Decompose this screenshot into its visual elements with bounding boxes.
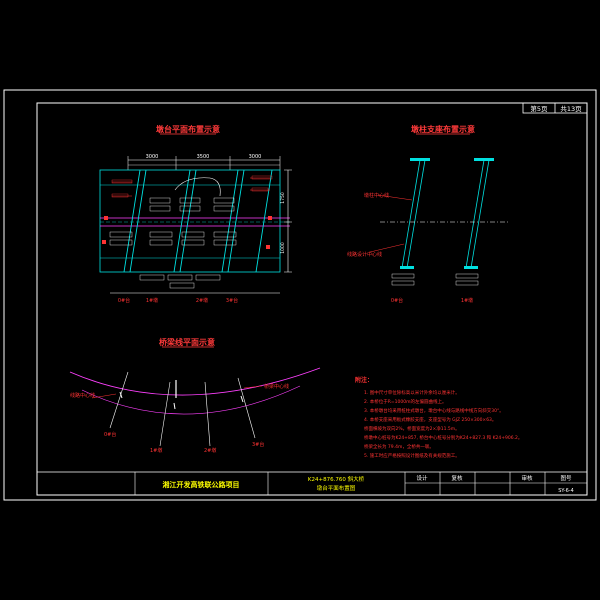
note-7: 桥梁全长为 79.4m，全桥共一联。 bbox=[364, 443, 434, 450]
note-6: 桥墩中心桩号为K24+857, 桥台中心桩号分别为K24+827.3 和 K24… bbox=[364, 434, 522, 441]
axis-label-0: 0#台 bbox=[118, 297, 130, 304]
header-design: 设计 bbox=[416, 474, 428, 482]
curve-axis-3: 3#台 bbox=[252, 441, 264, 448]
note-2: 2. 本桥位于R=1000m的左偏圆曲线上。 bbox=[364, 398, 446, 405]
notes-heading: 附注： bbox=[355, 376, 373, 384]
plan-view-title: 墩台平面布置示意 bbox=[156, 124, 220, 134]
header-review: 审核 bbox=[521, 474, 533, 482]
note-3: 3. 本桥墩台均采用桩柱式墩台，墩台中心线与路线中线方向斜交30°。 bbox=[364, 407, 504, 414]
support-axis-left: 0#台 bbox=[391, 297, 403, 304]
note-5: 桥面横坡为双向2%，桥面宽度为2×净11.5m。 bbox=[364, 425, 460, 432]
project-name: 湘江开发高铁联公路项目 bbox=[163, 480, 240, 489]
curve-axis-2: 2#墩 bbox=[204, 447, 216, 454]
dim-top-3: 3000 bbox=[249, 154, 262, 160]
support-axis-right: 1#墩 bbox=[461, 297, 473, 304]
pier-markers bbox=[102, 216, 272, 249]
bridge-centerline-curve bbox=[81, 385, 301, 415]
curve-bridge-label: 桥梁中心线 bbox=[264, 383, 289, 390]
drawing-title-line2: 墩台平面布置图 bbox=[317, 484, 356, 492]
support-centerline-label: 墩柱中心线 bbox=[364, 192, 389, 199]
curve-axis-0: 0#台 bbox=[104, 431, 116, 438]
note-4: 4. 本桥支座采用板式橡胶支座，支座型号为 GJZ 250×300×63。 bbox=[364, 416, 496, 423]
road-centerline-curve bbox=[69, 367, 321, 396]
axis-label-2: 2#墩 bbox=[196, 297, 208, 304]
curve-radial-lines bbox=[109, 371, 256, 447]
deck-outline bbox=[99, 169, 281, 273]
header-drawing-no: 图号 bbox=[560, 474, 572, 482]
plan-leaders bbox=[112, 177, 270, 197]
page-counter: 第5页 共13页 bbox=[522, 102, 588, 114]
drawing-number: SY-6-4 bbox=[558, 488, 574, 494]
page-total: 共13页 bbox=[560, 104, 582, 113]
dim-right-1: 1750 bbox=[280, 192, 286, 204]
drawing-frame bbox=[36, 102, 588, 496]
note-1: 1. 图中尺寸单位除标高以米计外余均以厘米计。 bbox=[364, 389, 460, 396]
note-8: 5. 施工时应严格按照设计图纸及有关规范施工。 bbox=[364, 452, 460, 459]
plan-leader-blocks bbox=[111, 175, 273, 198]
outer-border bbox=[3, 89, 597, 501]
page-number: 第5页 bbox=[530, 104, 548, 113]
drawing-title-line1: K24+876.760 斜大桥 bbox=[308, 475, 365, 483]
dim-right-2: 1000 bbox=[280, 242, 286, 254]
notes-block: 附注： 1. 图中尺寸单位除标高以米计外余均以厘米计。 2. 本桥位于R=100… bbox=[355, 376, 522, 459]
dim-top-1: 3000 bbox=[146, 154, 159, 160]
curve-road-label: 线路中心线 bbox=[70, 392, 95, 399]
plan-row-dims bbox=[109, 197, 237, 289]
pier-axes bbox=[123, 169, 273, 273]
header-check: 复核 bbox=[451, 474, 463, 482]
support-road-center-label: 线路设计中心线 bbox=[347, 251, 382, 258]
title-block: 湘江开发高铁联公路项目 K24+876.760 斜大桥 墩台平面布置图 设计 复… bbox=[37, 471, 587, 495]
curve-view: 线路中心线 桥梁中心线 0#台 1#墩 2#墩 3#台 bbox=[69, 367, 321, 454]
dim-top-2: 3500 bbox=[197, 154, 210, 160]
support-view: 墩柱中心线 线路设计中心线 0#台 1#墩 bbox=[347, 158, 510, 304]
support-view-title: 墩柱支座布置示意 bbox=[411, 124, 475, 134]
axis-label-3: 3#台 bbox=[226, 297, 238, 304]
support-bearings bbox=[400, 158, 494, 269]
curve-view-title: 桥梁线平面示意 bbox=[159, 337, 215, 347]
curve-axis-1: 1#墩 bbox=[150, 447, 162, 454]
plan-view: 3000 3500 3000 bbox=[99, 154, 292, 304]
axis-label-1: 1#墩 bbox=[146, 297, 158, 304]
